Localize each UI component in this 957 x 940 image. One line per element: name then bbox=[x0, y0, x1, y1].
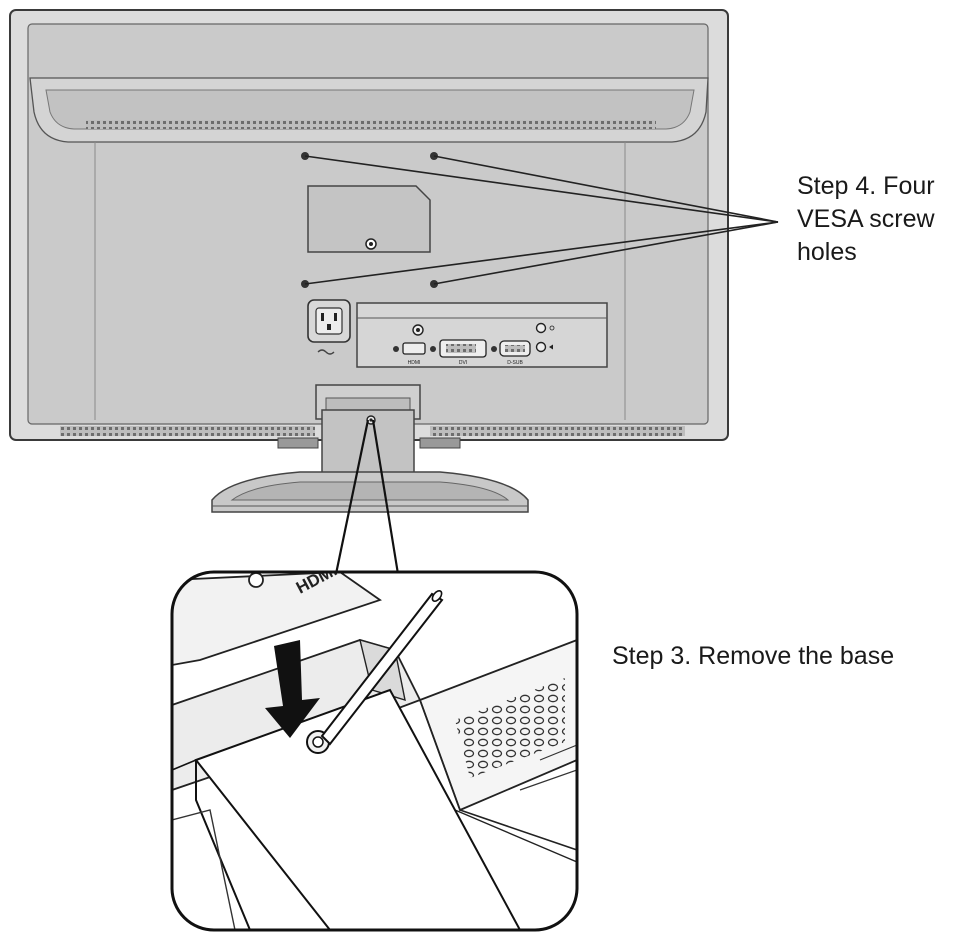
stand-base bbox=[211, 471, 529, 513]
step4-callout: Step 4. Four VESA screw holes bbox=[797, 170, 935, 269]
hdmi-port-label: HDMI bbox=[408, 360, 421, 366]
down-arrow-icon bbox=[265, 640, 320, 738]
io-panel: HDMI DVI D-SUB bbox=[356, 302, 608, 368]
dvi-port-label: DVI bbox=[459, 360, 467, 366]
cover-plate bbox=[307, 185, 431, 253]
step4-leader-lines bbox=[304, 155, 779, 285]
inset-detail: HDMI bbox=[170, 570, 579, 932]
zoom-leader-lines bbox=[334, 419, 400, 575]
step3-callout: Step 3. Remove the base bbox=[612, 642, 895, 670]
dsub-port-label: D-SUB bbox=[507, 360, 523, 366]
power-socket-icon bbox=[307, 299, 351, 355]
step4-line-3: holes bbox=[797, 238, 857, 266]
audio-jack-icon bbox=[535, 322, 547, 334]
audio-jack-icon bbox=[535, 341, 547, 353]
step4-line-1: Step 4. Four bbox=[797, 172, 935, 200]
step4-line-2: VESA screw bbox=[797, 205, 935, 233]
screwdriver-icon bbox=[320, 590, 444, 746]
